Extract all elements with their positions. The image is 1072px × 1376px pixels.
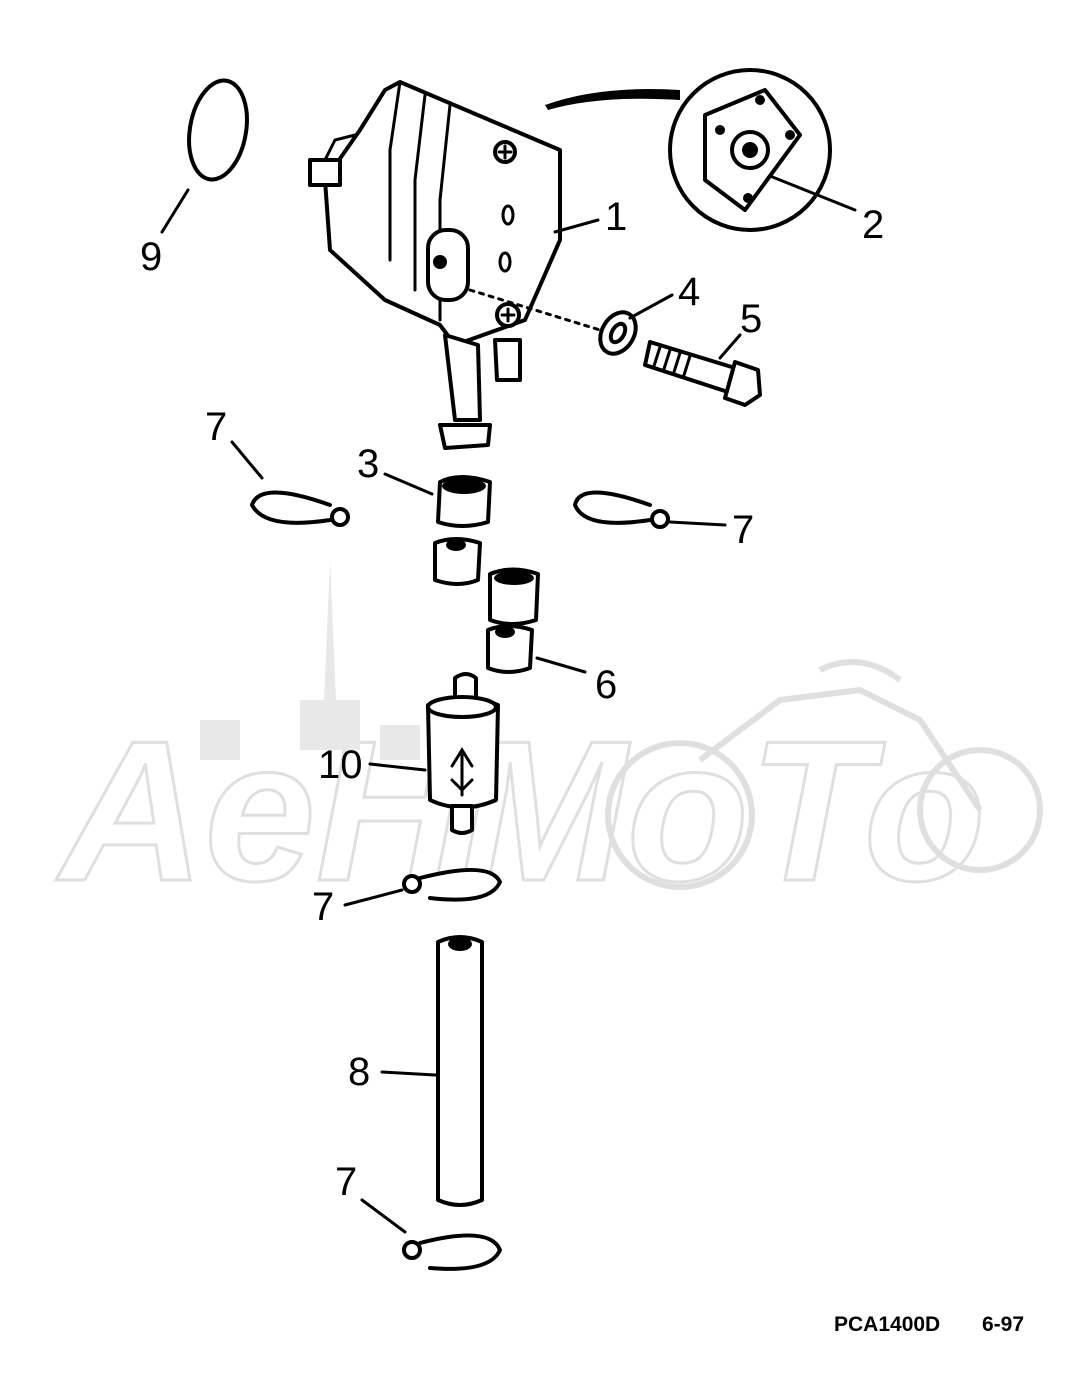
callout-4: 4	[678, 270, 700, 314]
clamp-part-7-upper-left	[230, 440, 350, 527]
hose-part-6	[486, 567, 587, 674]
washer-part-4	[468, 288, 674, 356]
callout-5: 5	[740, 297, 762, 341]
callout-10: 10	[318, 743, 363, 787]
watermark-motorcycle-icon	[605, 659, 1043, 890]
diaphragm-detail-part-2	[545, 68, 857, 232]
callout-7-upper-right: 7	[732, 508, 754, 552]
o-ring-part-9	[160, 78, 249, 234]
clamp-part-7-upper-right	[573, 490, 727, 529]
callout-7-upper-left: 7	[205, 405, 227, 449]
bolt-part-5	[643, 333, 762, 407]
callout-3: 3	[357, 442, 379, 486]
callout-7-bottom: 7	[335, 1160, 357, 1204]
callout-2: 2	[862, 203, 884, 247]
fuel-filter-part-10	[368, 672, 500, 835]
watermark-text: AeHMoTo	[55, 700, 986, 923]
callout-1: 1	[605, 195, 627, 239]
callout-9: 9	[140, 235, 162, 279]
date-code: 6-97	[982, 1313, 1024, 1336]
fuel-pump-part-1	[308, 80, 600, 450]
callout-7-middle: 7	[312, 885, 334, 929]
callout-8: 8	[348, 1050, 370, 1094]
watermark: AeHMoTo	[54, 560, 1043, 925]
clamp-part-7-bottom	[360, 1198, 502, 1271]
callout-6: 6	[595, 663, 617, 707]
fuel-line-part-8	[380, 935, 484, 1207]
part-code: PCA1400D	[834, 1313, 940, 1336]
clamp-part-7-middle	[343, 868, 502, 907]
hose-part-3	[383, 472, 492, 586]
watermark-cathedral-icon	[200, 560, 420, 760]
